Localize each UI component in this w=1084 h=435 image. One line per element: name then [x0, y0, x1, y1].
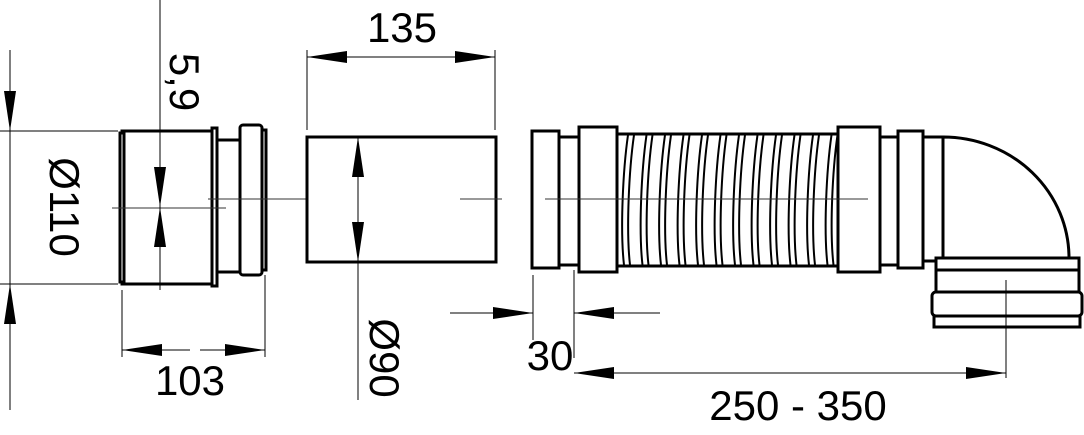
flex-length-dimension: 250 - 350 [574, 367, 1006, 429]
corrugation-coil [806, 134, 820, 266]
corrugation-coil [621, 134, 635, 266]
flexible-pipe [530, 125, 1084, 378]
diameter-110-dimension: Ø110 [0, 50, 118, 410]
wall-thickness-label: 5,9 [161, 53, 208, 111]
diameter-110-label: Ø110 [41, 157, 88, 257]
corrugation-coil [639, 134, 654, 266]
pipe-length-dimension: 135 [306, 4, 496, 130]
corrugation-coil [824, 134, 839, 266]
corrugation-coil [787, 134, 802, 266]
pipe-length-label: 135 [367, 4, 437, 51]
corrugation-coil [750, 134, 765, 266]
diameter-90-label: Ø90 [361, 318, 408, 397]
wall-thickness-dimension: 5,9 [154, 0, 208, 290]
socket-depth-dimension: 30 [450, 270, 660, 379]
corrugation-coil [695, 134, 709, 266]
straight-pipe [305, 135, 502, 264]
corrugation-coil [732, 134, 746, 266]
flex-length-label: 250 - 350 [709, 382, 886, 429]
corrugation-coil [658, 134, 672, 266]
diameter-90-dimension: Ø90 [352, 137, 408, 400]
adapter-length-dimension: 103 [121, 275, 266, 404]
corrugation-coil [769, 134, 783, 266]
adapter-length-label: 103 [155, 357, 225, 404]
corrugation-coil [676, 134, 691, 266]
corrugation-coil [713, 134, 728, 266]
adapter-part [112, 123, 418, 288]
socket-depth-label: 30 [527, 332, 574, 379]
